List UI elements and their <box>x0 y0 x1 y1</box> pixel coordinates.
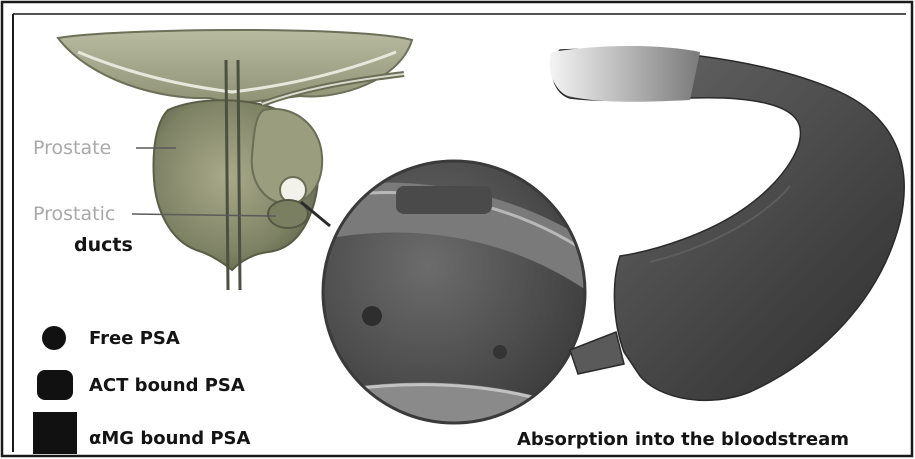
free-psa-circle-icon <box>42 326 66 350</box>
legend-act-bound-psa: ACT bound PSA <box>89 375 245 396</box>
legend-free-psa: Free PSA <box>89 328 180 349</box>
absorption-caption: Absorption into the bloodstream <box>517 429 849 450</box>
prostate-label: Prostate <box>33 137 111 159</box>
act-bound-psa-square-icon <box>37 370 73 400</box>
magnified-duct-view <box>320 161 624 440</box>
ducts-label: ducts <box>74 234 133 256</box>
legend-amg-bound-psa: αMG bound PSA <box>89 428 250 449</box>
bladder-illustration <box>58 30 412 104</box>
prostatic-label: Prostatic <box>33 203 115 225</box>
amg-bound-psa-square-icon <box>33 412 77 454</box>
